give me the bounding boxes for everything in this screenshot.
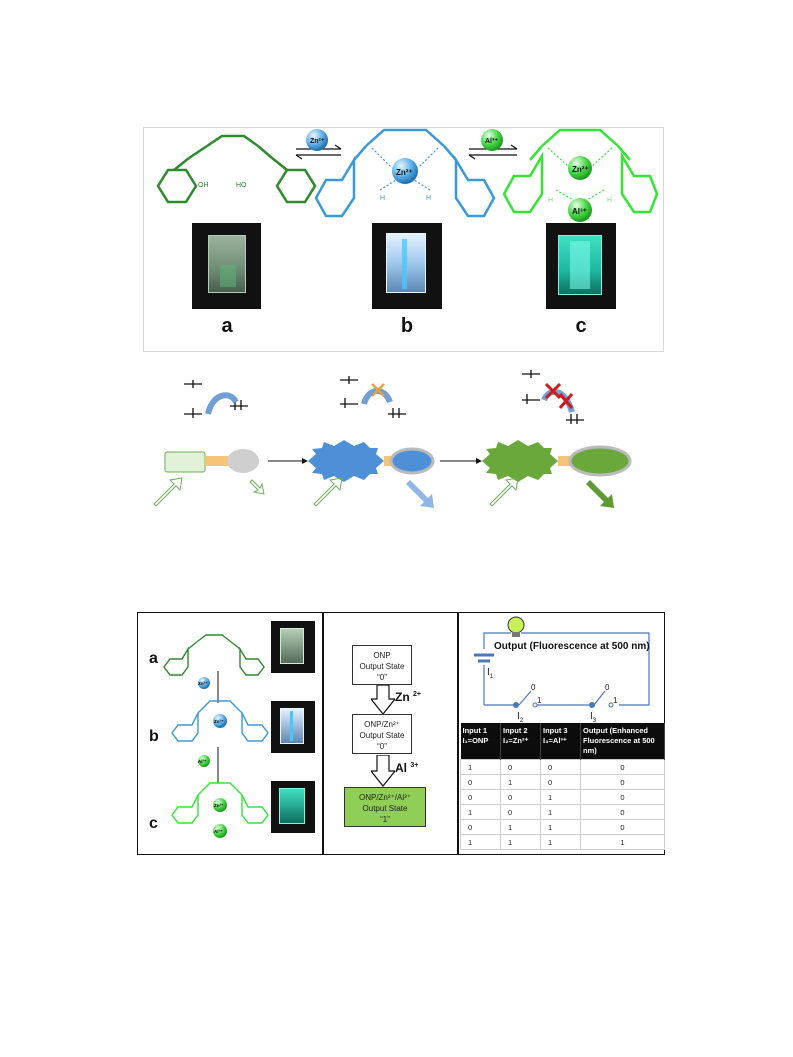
complex-b-structure [314, 128, 496, 218]
header-input-1: Input 1 I₁=ONP [460, 723, 501, 760]
excitation-arrows [153, 477, 519, 507]
flow-arrow-2 [371, 755, 395, 787]
al-bottom-c-label: Al³⁺ [572, 207, 587, 216]
al-bottom-c-icon [568, 198, 592, 222]
receptor-green [568, 445, 632, 477]
zn-center-c-label: Zn²⁺ [572, 165, 589, 174]
h-label-b-right: H [426, 195, 431, 202]
mini-label-c: c [149, 815, 158, 832]
truth-table-header: Input 1 I₁=ONP Input 2 I₂=Zn²⁺ Input 3 I… [460, 723, 665, 760]
switch-3-off-label: 0 [605, 683, 610, 692]
mini-al-bottom-c-label: Al³⁺ [214, 829, 223, 834]
mechanism-schematic [153, 370, 632, 508]
state-box-onp-zn-al: ONP/Zn²⁺/Al³⁺ Output State “1” [344, 787, 426, 827]
lightbulb-icon [507, 616, 525, 637]
mini-complex-c [171, 782, 269, 824]
cuvette-photo-c [546, 223, 616, 309]
state-box-onp: ONP Output State “0” [352, 645, 412, 685]
mini-cuvette-b [271, 701, 315, 753]
mini-zn-center-b-label: Zn²⁺ [214, 719, 224, 724]
h-label-c-left: H [548, 197, 553, 204]
receptor-blue [389, 447, 435, 475]
energy-levels-stage2 [340, 376, 406, 418]
zn-center-c-icon [568, 156, 592, 180]
mini-al-ion-label: Al³⁺ [198, 759, 207, 764]
oh-label-right: HO [236, 182, 247, 189]
header-output: Output (Enhanced Fluorescence at 500 nm) [580, 723, 665, 760]
energy-levels-stage3 [522, 370, 584, 424]
state-box-onp-zn: ONP/Zn²⁺ Output State “0” [352, 714, 412, 754]
ligand-a-structure [156, 134, 317, 204]
flow-arrow-1 [371, 685, 395, 715]
step-zn-label: Zn 2+ [395, 690, 421, 704]
header-input-2: Input 2 I₂=Zn²⁺ [500, 723, 541, 760]
circuit-diagram [474, 616, 650, 708]
receptor-grey [227, 449, 259, 473]
h-label-c-right: H [607, 197, 612, 204]
reaction-scheme-panel: OH HO Zn²⁺ Zn²⁺ H H [143, 127, 664, 352]
label-a: a [221, 315, 233, 337]
zn-ion-label: Zn²⁺ [310, 138, 325, 145]
fluorophore-spiky-green [482, 440, 558, 482]
mini-label-a: a [149, 650, 158, 667]
mini-zn-ion-label: Zn²⁺ [198, 681, 208, 686]
label-c: c [575, 315, 587, 337]
step-al-label: Al 3+ [395, 761, 419, 775]
mini-cuvette-c [271, 781, 315, 833]
fluorophore-spiky-blue [308, 440, 384, 482]
al-ion-icon [481, 129, 503, 151]
emission-small [249, 479, 265, 495]
blocked-x-orange [371, 383, 385, 397]
energy-levels-stage1 [184, 380, 248, 418]
electron-transfer-arrow-1 [205, 392, 239, 415]
mini-cuvette-a [271, 621, 315, 673]
fluorophore-rect [164, 451, 206, 473]
battery-icon [474, 653, 494, 663]
switch-2-pivot [513, 702, 519, 708]
zn-ion-icon [306, 129, 328, 151]
cuvette-photo-b [372, 223, 442, 309]
zn-center-b-icon [392, 158, 418, 184]
switch-3-label: I3 [590, 711, 597, 724]
switch-3-on-label: 1 [613, 696, 618, 705]
mini-ligand-a [163, 634, 265, 676]
mini-zn-center-c-label: Zn²⁺ [214, 803, 224, 808]
switch-2-on-label: 1 [537, 696, 542, 705]
header-input-3: Input 3 I₃=Al³⁺ [540, 723, 581, 760]
emission-green [586, 480, 614, 508]
truth-table: Input 1 I₁=ONP Input 2 I₂=Zn²⁺ Input 3 I… [460, 723, 665, 850]
switch-2-off-label: 0 [531, 683, 536, 692]
mini-structures-svg: Zn²⁺ Zn²⁺ Al³⁺ Zn²⁺ Al³⁺ [163, 634, 269, 838]
al-ion-label: Al³⁺ [485, 138, 498, 145]
blocked-x-red [544, 382, 574, 409]
electron-transfer-arrow-2 [361, 388, 393, 406]
cuvette-photo-a [192, 223, 261, 309]
oh-label-left: OH [198, 182, 209, 189]
reaction-scheme-svg: OH HO Zn²⁺ Zn²⁺ H H [156, 128, 659, 222]
circuit-output-title: Output (Fluorescence at 500 nm) [494, 641, 650, 652]
switch-2-label: I2 [517, 711, 524, 724]
h-label-b-left: H [380, 195, 385, 202]
label-b: b [400, 315, 414, 337]
battery-label: I1 [487, 667, 494, 680]
mini-label-b: b [149, 728, 159, 745]
switch-3-pivot [589, 702, 595, 708]
emission-blue [406, 480, 434, 508]
zn-center-b-label: Zn²⁺ [396, 168, 413, 177]
mini-complex-b [171, 700, 269, 742]
linker-1 [205, 456, 229, 466]
complex-c-structure [502, 128, 659, 214]
